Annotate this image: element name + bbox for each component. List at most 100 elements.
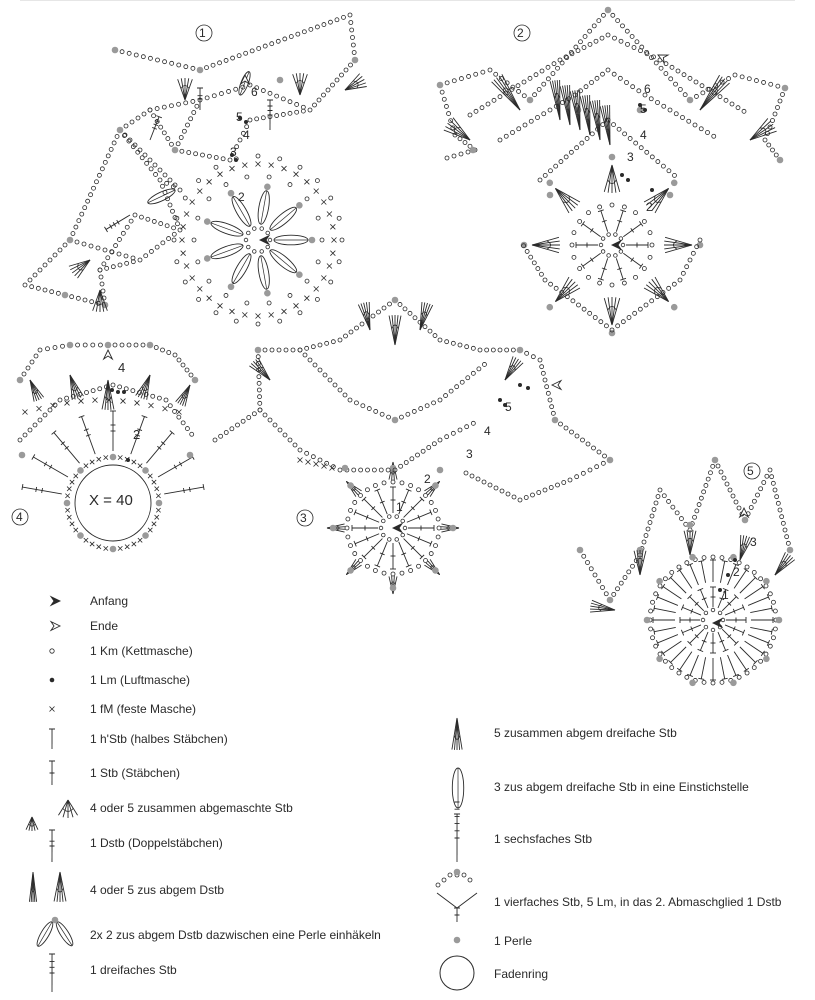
- chain-stitch: [141, 111, 147, 117]
- chain-stitch: [191, 110, 197, 115]
- fan-arc: [453, 735, 461, 740]
- pearl: [329, 524, 337, 532]
- stitch-line: [590, 602, 616, 611]
- chain-stitch: [473, 71, 479, 77]
- chain-stitch: [763, 583, 769, 589]
- single-crochet-mark: [78, 398, 84, 404]
- row-number: 2: [733, 565, 740, 579]
- chain-stitch: [604, 323, 609, 329]
- stitch-tick: [589, 257, 594, 262]
- chain-stitch: [69, 294, 75, 300]
- stitch-line: [452, 117, 471, 141]
- chain-stitch: [644, 149, 650, 155]
- chain-stitch: [246, 230, 251, 236]
- chain-stitch: [95, 245, 101, 251]
- pearl: [453, 936, 461, 944]
- pearl: [296, 201, 303, 209]
- chain-stitch: [274, 93, 280, 99]
- bobble-spine: [232, 196, 251, 227]
- chain-stitch: [392, 467, 398, 473]
- chain-stitch: [574, 474, 580, 480]
- stitch-line: [53, 871, 61, 902]
- stitch: [398, 488, 412, 515]
- chain-stitch: [480, 69, 486, 75]
- chain-stitch: [123, 386, 129, 392]
- chain-stitch: [297, 347, 303, 353]
- single-crochet-mark: [217, 171, 223, 177]
- stitch-line: [531, 236, 560, 246]
- row-number: 1: [396, 500, 403, 514]
- stitch-line: [611, 164, 617, 193]
- chain-stitch: [561, 480, 567, 485]
- chain-stitch: [450, 340, 456, 346]
- chain-stitch: [542, 277, 548, 283]
- chain-stitch: [658, 65, 664, 71]
- fan-arc: [77, 263, 84, 271]
- fan-arc: [546, 240, 551, 250]
- chain-stitch: [267, 90, 273, 96]
- chain-stitch: [676, 670, 682, 676]
- chain-stitch: [288, 34, 294, 39]
- x-stroke: [293, 303, 299, 309]
- bobble: [257, 255, 270, 290]
- row-number: 1: [722, 588, 729, 602]
- chain-stitch: [108, 147, 114, 152]
- row-number: 5: [505, 400, 512, 414]
- stitch: [687, 628, 705, 646]
- chain-stitch: [407, 310, 413, 316]
- stitch-tick: [43, 461, 48, 467]
- chain-stitch: [641, 219, 647, 224]
- stitch-line: [607, 297, 613, 326]
- chain-stitch: [772, 111, 778, 117]
- x-stroke: [148, 402, 154, 409]
- pearl: [432, 482, 439, 489]
- chain-stitch: [254, 116, 260, 122]
- half-double-crochet-icon: [49, 728, 56, 750]
- single-crochet-mark: [281, 308, 287, 315]
- pearl: [546, 179, 554, 187]
- fan-arc: [70, 386, 78, 392]
- chain-stitch: [705, 476, 711, 482]
- cluster-dstb: [599, 104, 611, 146]
- chain-stitch: [597, 204, 603, 210]
- chain-stitch: [348, 507, 353, 513]
- pearl: [264, 183, 271, 191]
- chain-stitch: [310, 454, 316, 460]
- chain-stitch: [609, 202, 615, 208]
- stitch-top: [656, 594, 660, 600]
- fan-cluster: [749, 118, 777, 141]
- chain-dot: [110, 388, 114, 392]
- stitch-line: [719, 561, 726, 583]
- stitch-line: [299, 73, 305, 96]
- chain-stitch: [435, 534, 441, 540]
- chain-stitch: [701, 679, 707, 685]
- x-stroke: [89, 541, 95, 547]
- chain-stitch: [550, 410, 556, 416]
- chain-stitch: [661, 103, 667, 109]
- chain-stitch: [257, 400, 263, 406]
- fan-cluster: [603, 297, 621, 326]
- chain-stitch: [559, 290, 565, 295]
- chain-stitch: [524, 249, 530, 254]
- stitch-line: [104, 379, 109, 410]
- stitch-line: [639, 550, 644, 576]
- chain-stitch: [767, 124, 773, 130]
- stitch-line: [774, 553, 789, 576]
- chain-stitch: [487, 482, 493, 488]
- stitch-line: [719, 657, 726, 679]
- chain-stitch: [451, 78, 457, 84]
- fan-cluster-icon: [25, 816, 39, 832]
- stitch-tick: [379, 500, 385, 504]
- stitch-line: [255, 359, 271, 381]
- chain-stitch: [371, 467, 377, 473]
- chain-dot: [503, 403, 507, 407]
- chain-stitch: [142, 152, 148, 158]
- chain-stitch: [777, 98, 783, 104]
- chain-stitch: [633, 210, 638, 216]
- pearl: [391, 296, 399, 304]
- chain-stitch: [780, 520, 786, 526]
- chain-stitch: [196, 296, 202, 302]
- chain-stitch: [603, 591, 609, 597]
- chain-stitch: [624, 28, 630, 34]
- single-crochet-mark: [117, 455, 123, 461]
